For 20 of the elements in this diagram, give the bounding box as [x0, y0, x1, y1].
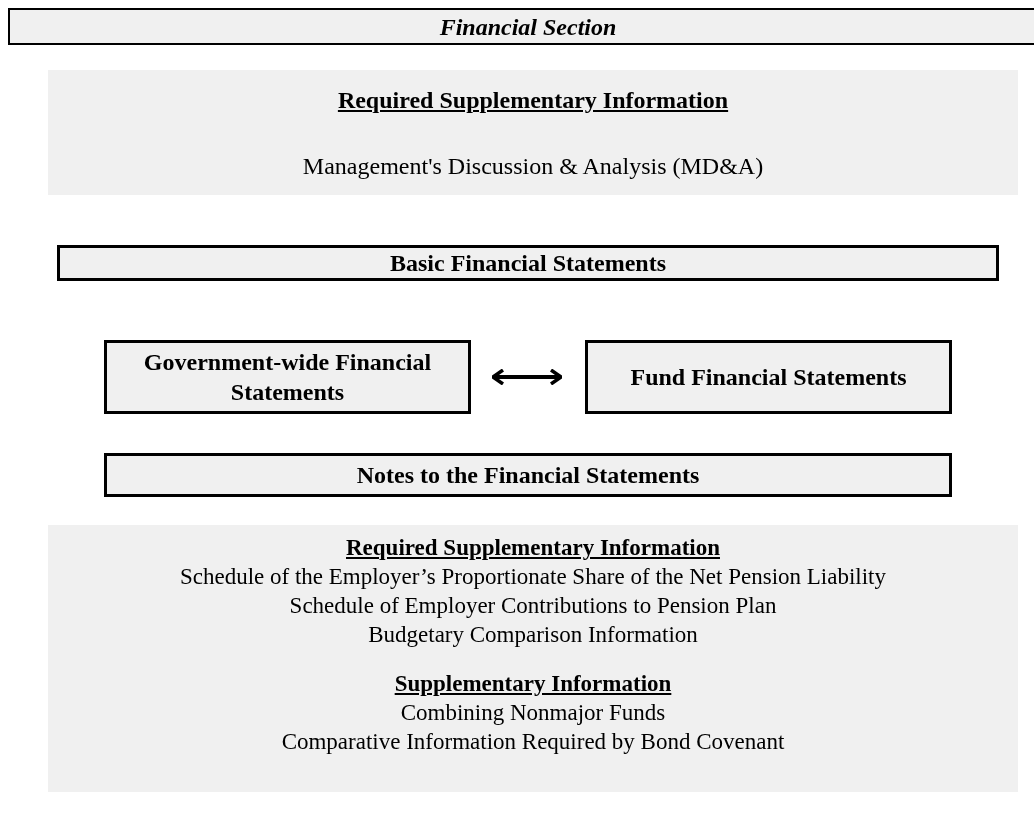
- section-title-bar: [8, 8, 1034, 45]
- statement-box: [104, 453, 952, 497]
- node-text: Fund Financial Statements: [629, 363, 908, 392]
- double-arrow: [491, 368, 563, 386]
- node-text: Comparative Information Required by Bond Covenant: [281, 728, 785, 756]
- node-text: Management's Discussion & Analysis (MD&A): [302, 151, 764, 181]
- node-text: Combining Nonmajor Funds: [400, 699, 666, 727]
- node-text: Notes to the Financial Statements: [355, 461, 701, 490]
- node-text: Financial Section: [439, 12, 617, 42]
- statement-box: [104, 340, 471, 414]
- section-heading: Required Supplementary Information: [337, 85, 729, 115]
- node-text: Schedule of Employer Contributions to Pension Plan: [289, 592, 777, 620]
- statement-box: [585, 340, 952, 414]
- section-heading: Required Supplementary Information: [346, 534, 720, 562]
- section-heading: Supplementary Information: [394, 670, 672, 698]
- node-text: Schedule of the Employer’s Proportionate Share of the Net Pension Liability: [179, 563, 886, 591]
- node-text: Budgetary Comparison Information: [368, 621, 698, 649]
- node-text: Basic Financial Statements: [389, 249, 667, 278]
- statement-box: [57, 245, 999, 281]
- node-text: Government-wide Financial Statements: [142, 348, 433, 407]
